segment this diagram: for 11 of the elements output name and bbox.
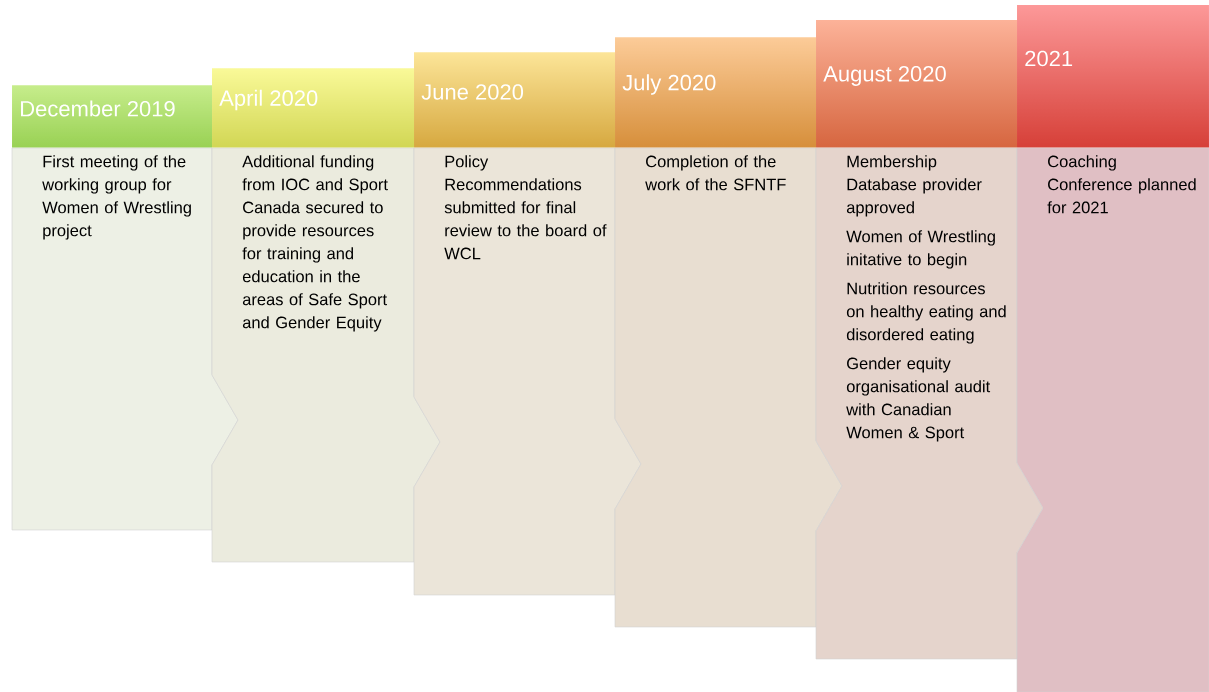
date-header: December 2019: [21, 100, 175, 117]
date-header: 2021: [1025, 50, 1073, 67]
timeline-panel: Coaching Conference planned for 2021: [1016, 147, 1209, 692]
timeline-panel: Membership Database provider approved Women of Wrestling initative to begin Nutrition resources on healthy eating and disordered eating Gender equity organisational audit with Canadian Women & Sport: [815, 147, 1044, 660]
timeline-panel: Policy Recommendations submitted for final review to the board of WCL: [413, 147, 642, 596]
date-header: June 2020: [421, 84, 524, 100]
timeline-panel: Completion of the work of the SFNTF: [614, 147, 843, 628]
date-header: July 2020: [622, 74, 716, 95]
timeline-panel: Additional funding from IOC and Sport Canada secured to provide resources for training and education in the areas of Safe Sport and Gender Equity: [211, 147, 441, 563]
date-header: April 2020: [219, 89, 318, 111]
date-header: August 2020: [823, 66, 946, 86]
